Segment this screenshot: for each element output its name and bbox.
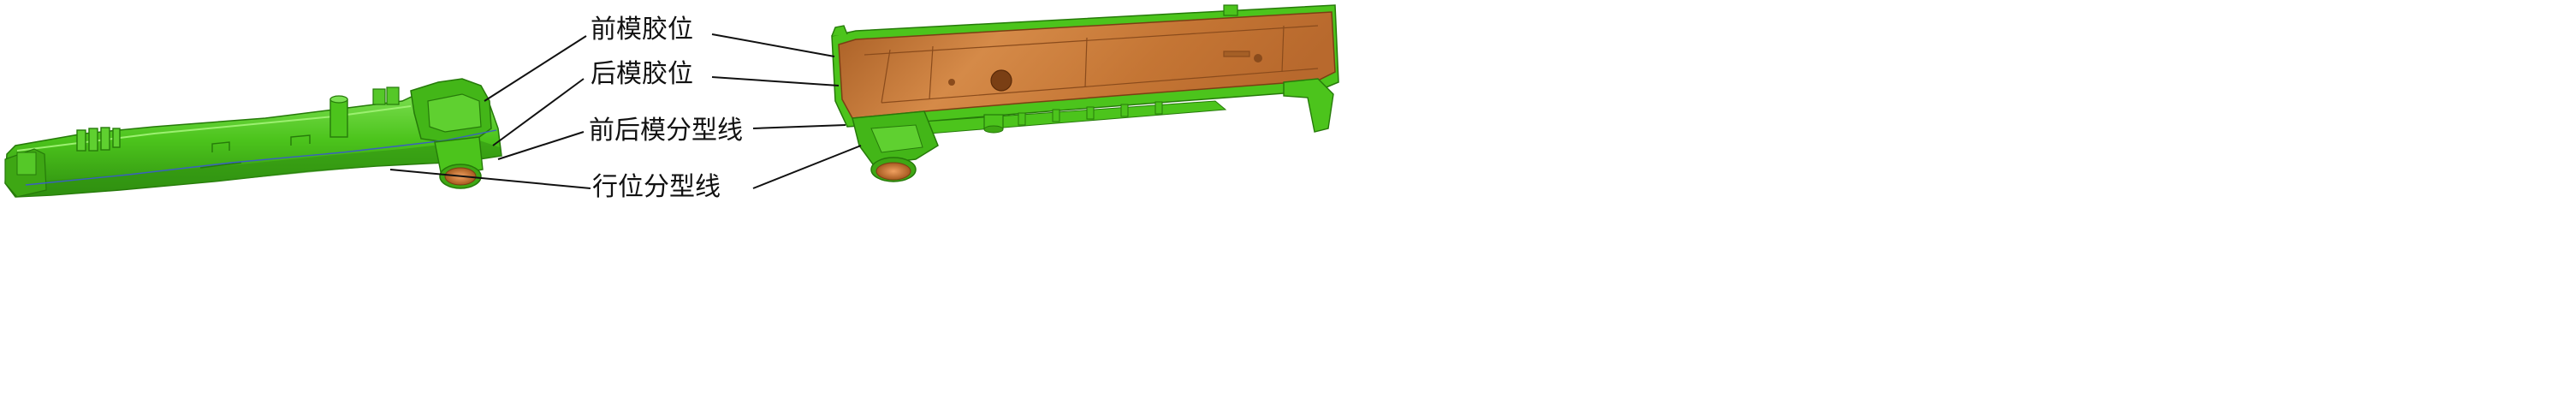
left-part-housing: [372, 78, 492, 143]
label-parting-line: 前后模分型线: [589, 116, 743, 146]
leader-rear-mold-right: [711, 76, 840, 86]
right-part-rear-view: [831, 4, 1339, 182]
left-part-end-block: [16, 152, 37, 176]
left-part-tube: [329, 95, 348, 138]
diagram-svg: [4, 4, 1339, 198]
left-part-ribs: [76, 127, 121, 152]
label-rear-mold-glue: 后模胶位: [591, 59, 693, 89]
right-part-inner-floor: [864, 25, 1319, 104]
label-front-mold-glue: 前模胶位: [591, 15, 693, 45]
left-part-lower-face: [15, 140, 502, 197]
right-part-small-hole-2: [948, 79, 955, 86]
right-part-internal-features: [881, 25, 1285, 104]
right-part-top-clip: [831, 25, 848, 37]
left-part-front-view: [4, 78, 502, 198]
leader-front-mold-right: [711, 33, 835, 57]
leader-slider-left: [389, 169, 591, 189]
leader-front-mold-left: [484, 35, 587, 102]
label-slider-parting-line: 行位分型线: [592, 172, 721, 202]
leader-lines: [389, 33, 862, 189]
diagram-canvas: 前模胶位 后模胶位 前后模分型线 行位分型线: [0, 0, 1341, 205]
left-part-outlet-port: [434, 136, 484, 189]
leader-parting-left: [497, 131, 585, 160]
right-part-end-bracket: [1283, 78, 1334, 133]
right-part-orange-cavity: [838, 11, 1336, 119]
right-part-hose-nub: [983, 114, 1004, 134]
left-part-clips: [199, 134, 311, 169]
leader-slider-right: [752, 145, 862, 189]
leader-rear-mold-left: [492, 78, 585, 146]
leader-parting-right: [752, 124, 846, 129]
right-part-outlet-port: [852, 110, 939, 182]
right-part-top-tab: [1223, 4, 1238, 16]
right-part-drain-hole: [990, 69, 1012, 92]
right-part-small-hole: [1254, 54, 1262, 63]
